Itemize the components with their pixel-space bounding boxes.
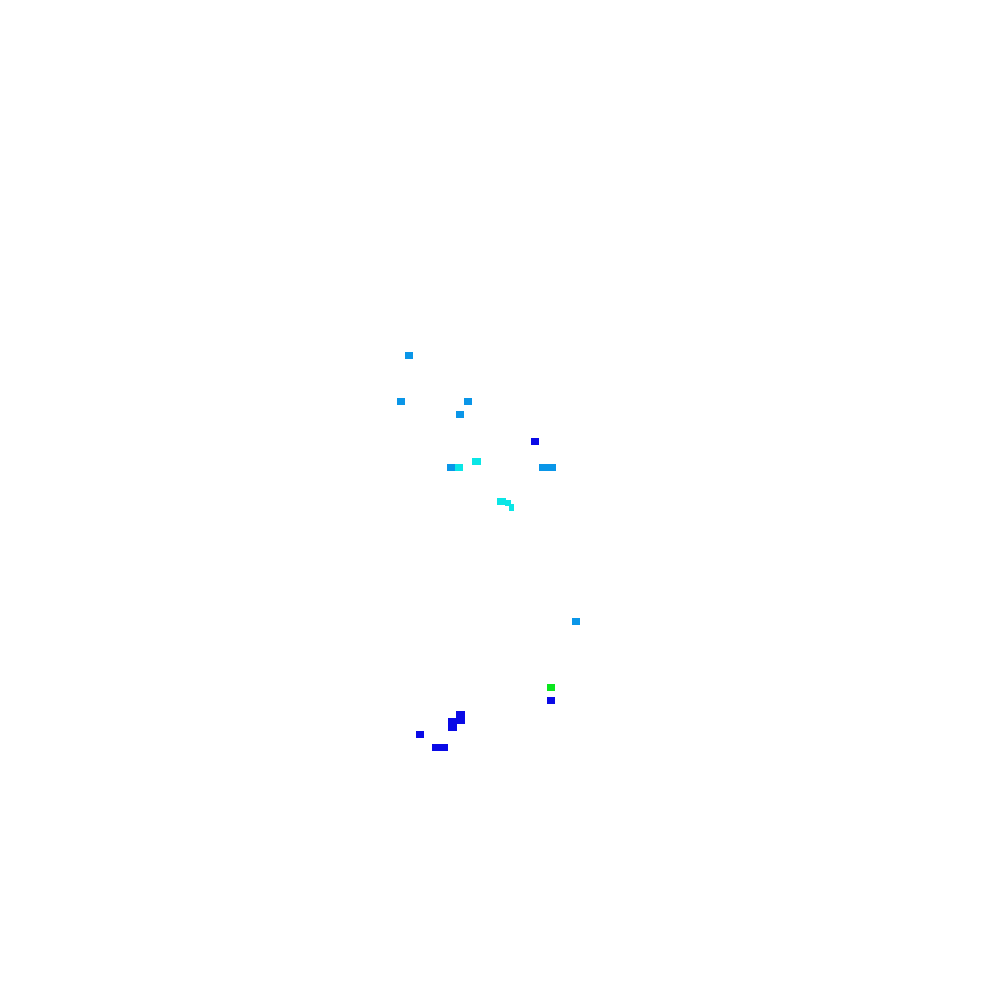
pixel-cell (509, 504, 514, 511)
pixel-cell (448, 718, 465, 724)
pixel-cell (455, 464, 463, 471)
pixel-cell (405, 352, 413, 359)
pixel-cell (472, 458, 481, 465)
pixel-cell (531, 438, 539, 445)
pixel-cell (505, 500, 511, 506)
pixel-cell (397, 398, 405, 405)
pixel-cell (464, 398, 472, 405)
pixel-cell (416, 731, 424, 738)
pixel-cell (448, 724, 457, 731)
pixel-cell (547, 697, 555, 704)
pixel-cell (432, 744, 448, 751)
pixel-cell (447, 464, 455, 471)
pixel-cell (456, 711, 465, 718)
pixel-cell (547, 684, 555, 691)
pixel-cell (497, 498, 506, 505)
pixel-cell (456, 411, 464, 418)
pixel-cell (539, 464, 556, 471)
pixel-cell (572, 618, 580, 625)
